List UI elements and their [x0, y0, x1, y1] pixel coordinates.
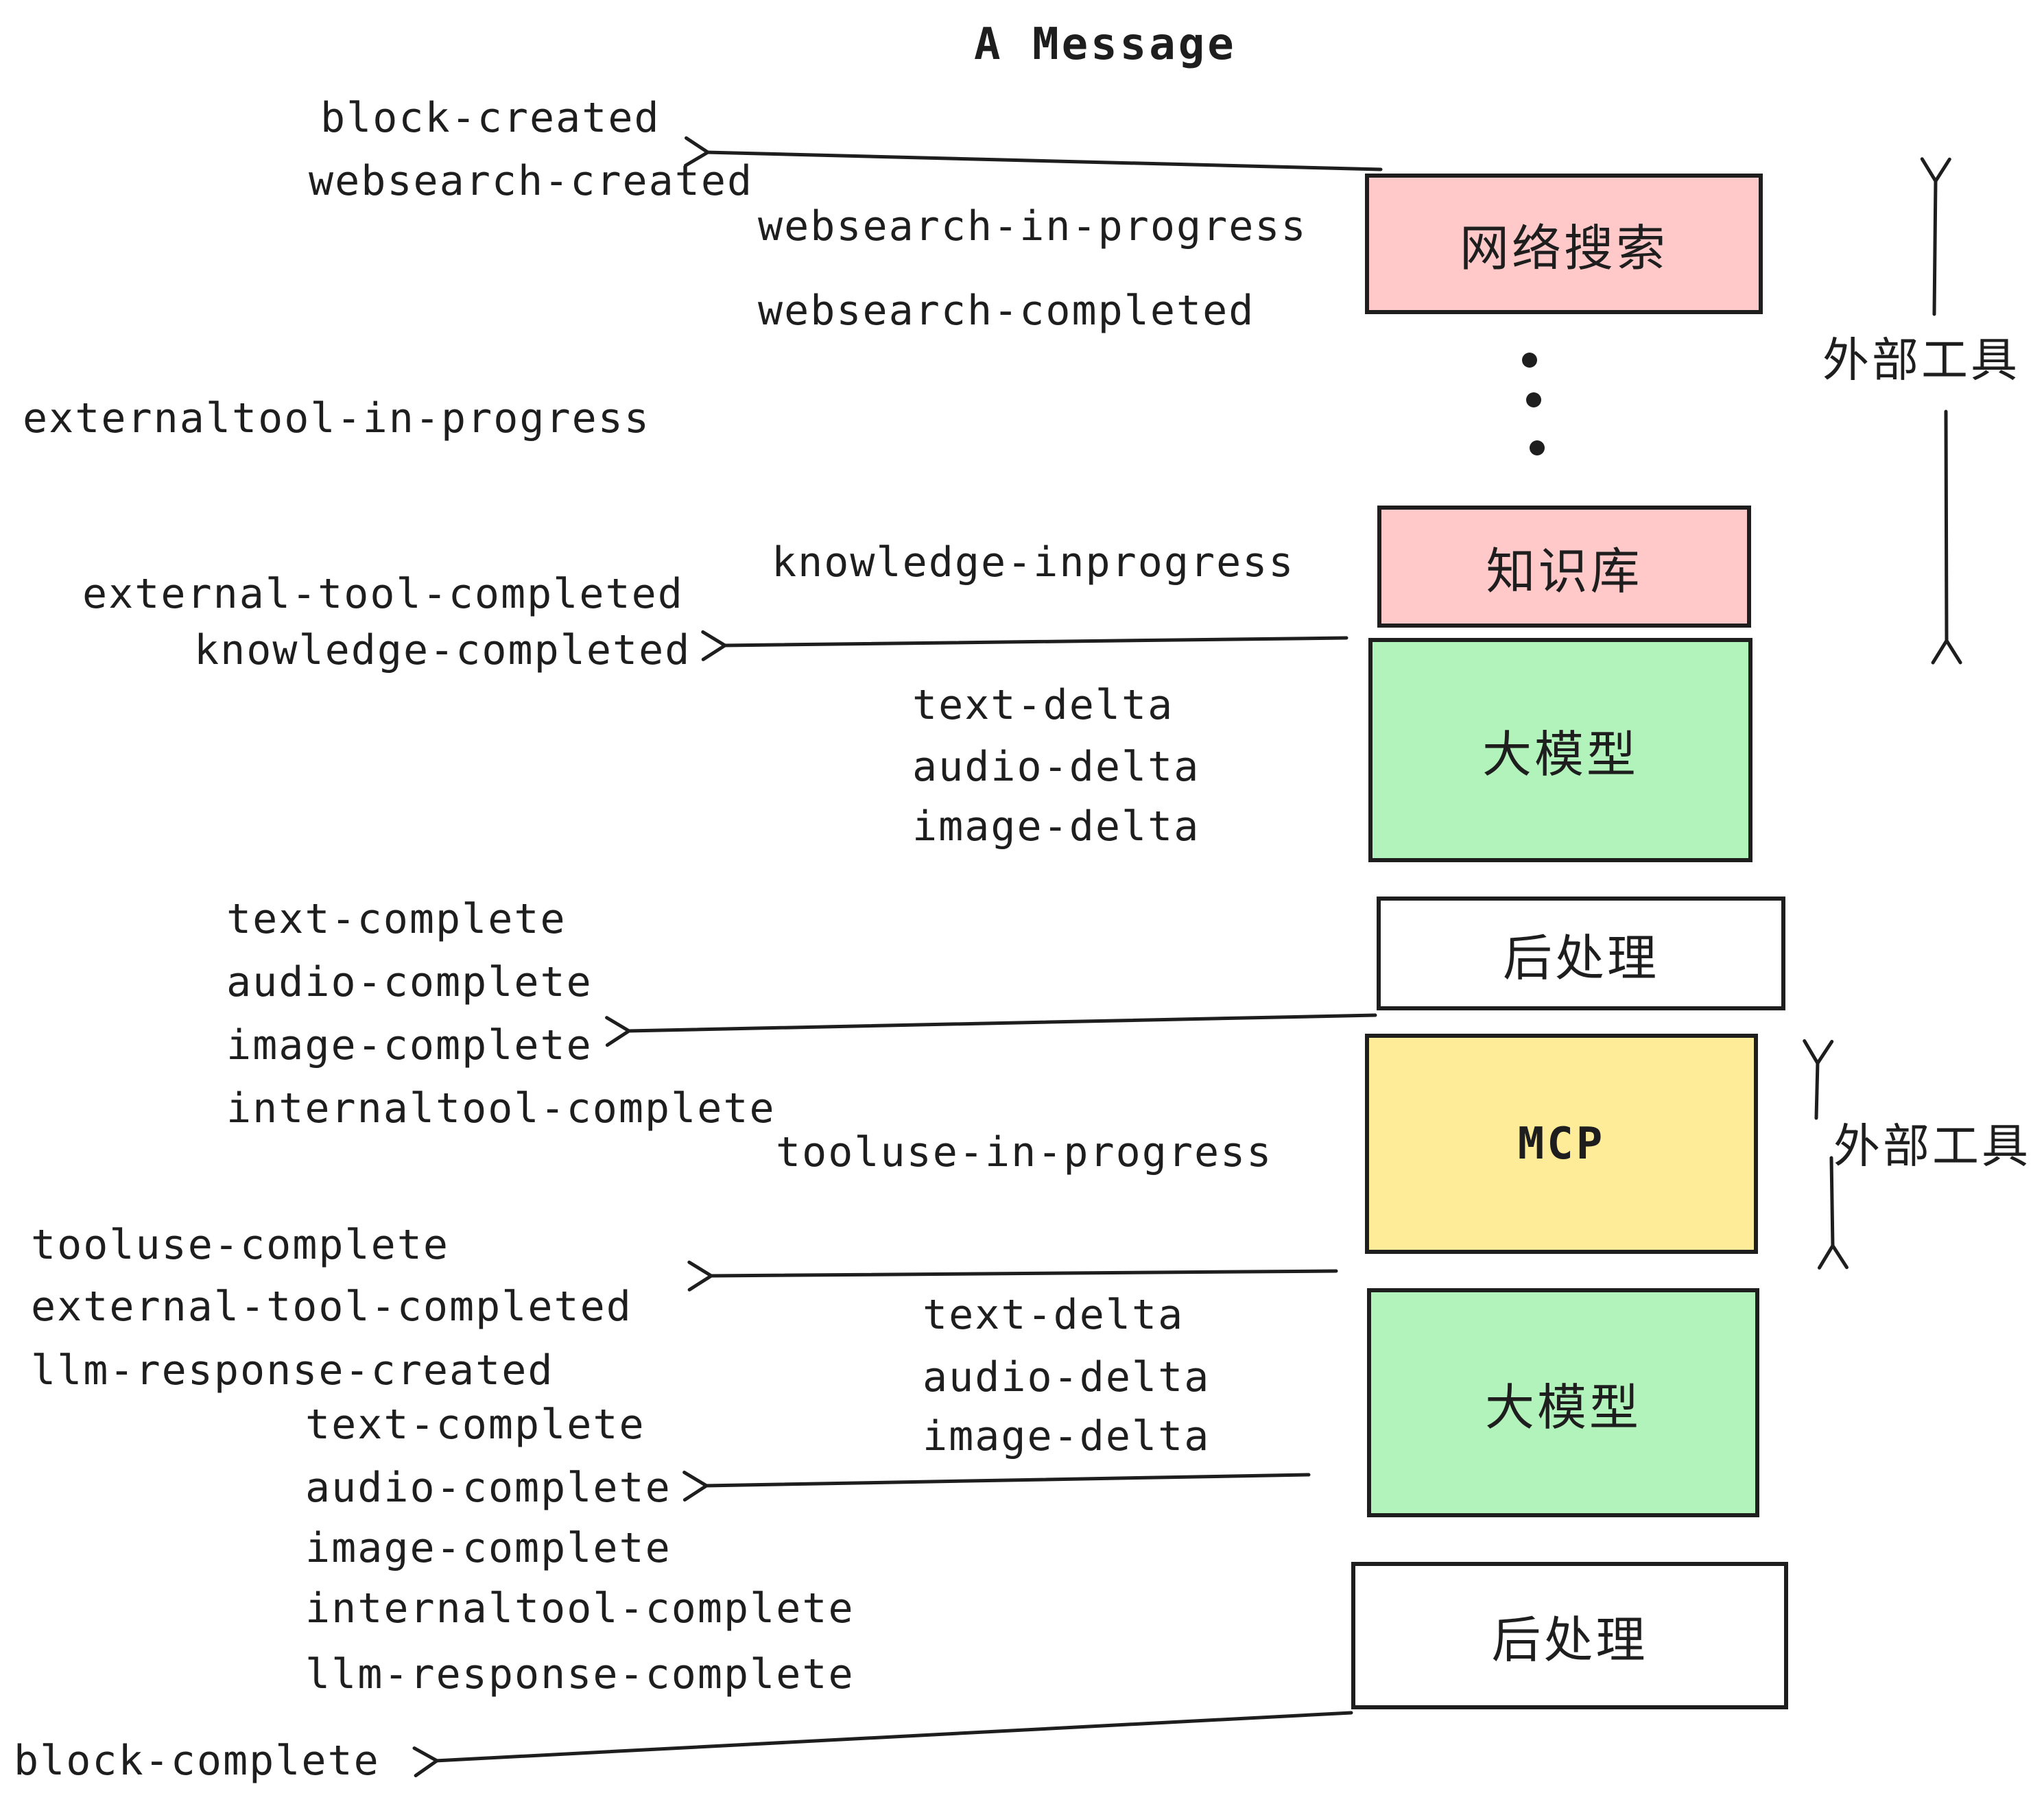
event-label-llm-response-complete: llm-response-complete — [305, 1650, 855, 1698]
arrow-external-tools-arrow-up-2 — [1803, 1039, 1834, 1120]
box-label-mcp: MCP — [1517, 1118, 1606, 1170]
ellipsis-dot-3 — [1530, 440, 1545, 455]
event-label-websearch-completed: websearch-completed — [758, 287, 1255, 335]
event-label-text-delta-1: text-delta — [912, 681, 1174, 729]
event-label-text-complete-1: text-complete — [226, 895, 567, 943]
event-label-image-delta-2: image-delta — [923, 1412, 1211, 1460]
event-label-audio-delta-2: audio-delta — [923, 1353, 1211, 1401]
event-label-llm-response-created: llm-response-created — [31, 1346, 554, 1394]
box-label-postproc-1: 后处理 — [1502, 931, 1659, 986]
event-label-external-tool-completed-2: external-tool-completed — [31, 1283, 632, 1331]
external-tools-note-2: 外部工具 — [1833, 1120, 2032, 1173]
event-label-image-delta-1: image-delta — [912, 803, 1200, 851]
arrow-to-websearch-created — [684, 136, 1383, 171]
flow-box-mcp: MCP — [1365, 1034, 1758, 1254]
arrow-to-block-complete — [412, 1711, 1353, 1778]
flow-box-postproc-1: 后处理 — [1377, 897, 1785, 1010]
event-label-tooluse-in-progress: tooluse-in-progress — [776, 1128, 1273, 1176]
event-label-text-delta-2: text-delta — [923, 1291, 1185, 1339]
arrow-to-image-complete — [605, 1013, 1377, 1047]
flow-box-knowledge: 知识库 — [1377, 506, 1751, 628]
external-tools-note-1: 外部工具 — [1822, 334, 2021, 387]
event-label-knowledge-completed: knowledge-completed — [194, 626, 691, 674]
event-label-audio-complete-1: audio-complete — [226, 958, 593, 1006]
flow-box-llm-1: 大模型 — [1368, 638, 1752, 862]
arrow-external-tools-arrow-up-1 — [1920, 157, 1951, 316]
ellipsis-dot-1 — [1522, 353, 1537, 368]
event-label-externaltool-in-progress: externaltool-in-progress — [23, 394, 650, 442]
event-label-external-tool-completed-1: external-tool-completed — [82, 570, 684, 618]
flow-box-websearch: 网络搜索 — [1365, 174, 1763, 314]
diagram-title: A Message — [974, 19, 1237, 70]
ellipsis-dot-2 — [1526, 392, 1541, 407]
event-label-internaltool-complete-1: internaltool-complete — [226, 1084, 776, 1132]
box-label-websearch: 网络搜索 — [1459, 222, 1668, 276]
flow-box-llm-2: 大模型 — [1367, 1288, 1759, 1517]
event-label-websearch-in-progress: websearch-in-progress — [758, 202, 1307, 250]
event-label-tooluse-complete: tooluse-complete — [31, 1221, 449, 1269]
event-label-audio-delta-1: audio-delta — [912, 743, 1200, 791]
event-label-internaltool-complete-2: internaltool-complete — [305, 1585, 855, 1633]
box-label-knowledge: 知识库 — [1486, 544, 1643, 600]
box-label-postproc-2: 后处理 — [1491, 1613, 1648, 1668]
arrow-external-tools-arrow-down-2 — [1817, 1156, 1849, 1270]
arrow-to-audio-complete — [682, 1471, 1311, 1502]
event-label-audio-complete-2: audio-complete — [305, 1464, 672, 1512]
event-label-image-complete-1: image-complete — [226, 1021, 593, 1069]
event-label-block-created: block-created — [320, 94, 661, 142]
event-label-text-complete-2: text-complete — [305, 1401, 645, 1449]
arrow-to-knowledge-completed — [701, 630, 1348, 661]
box-label-llm-2: 大模型 — [1484, 1380, 1641, 1436]
event-label-image-complete-2: image-complete — [305, 1524, 672, 1572]
arrow-external-tools-arrow-down-1 — [1931, 410, 1962, 665]
box-label-llm-1: 大模型 — [1482, 728, 1639, 783]
flow-box-postproc-2: 后处理 — [1351, 1562, 1788, 1709]
event-label-websearch-created: websearch-created — [309, 157, 754, 205]
event-label-block-complete: block-complete — [14, 1737, 380, 1785]
event-label-knowledge-inprogress: knowledge-inprogress — [772, 538, 1295, 586]
arrow-to-tooluse-complete — [687, 1260, 1338, 1292]
